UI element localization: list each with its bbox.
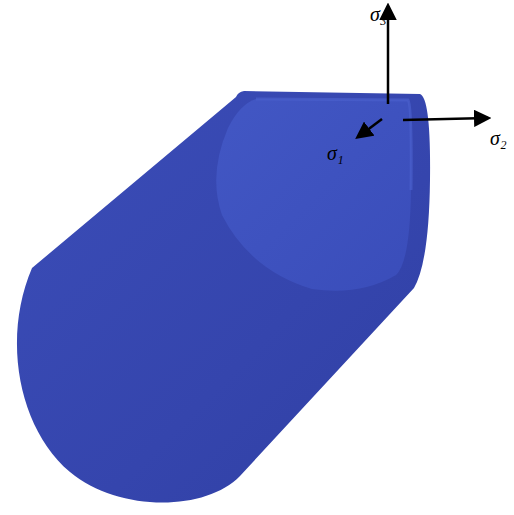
cap-rim-highlight (256, 99, 411, 190)
axis-label: σ₁ (327, 143, 344, 163)
axis-sigma3 (387, 6, 390, 104)
cylinder-body (17, 91, 430, 503)
axis-label: σ₃ (370, 4, 387, 24)
axis-sigma2 (403, 118, 488, 120)
axis-sigma1 (358, 119, 382, 137)
axis-label: σ₂ (490, 128, 507, 148)
cylinder-cap (216, 99, 411, 291)
